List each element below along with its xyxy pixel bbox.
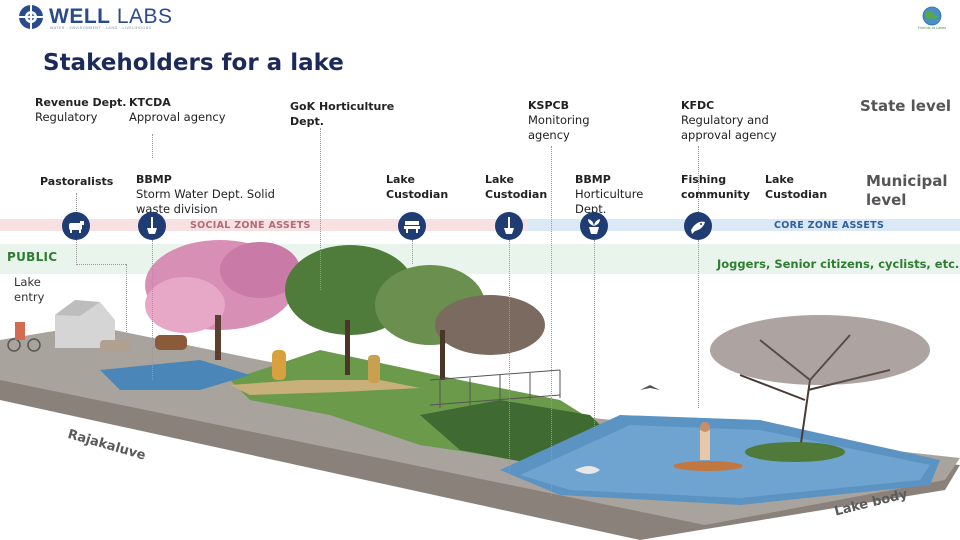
core-zone-band — [528, 219, 960, 231]
connector-line — [412, 240, 413, 264]
stakeholder-lake-custodian-2: Lake Custodian — [485, 173, 548, 201]
well-labs-mark-icon — [18, 4, 44, 30]
bench-icon — [398, 212, 426, 240]
stakeholder-lake-custodian-3: Lake Custodian — [765, 173, 828, 201]
well-labs-logo: WELL LABS — [18, 4, 173, 30]
stakeholder-revenue-dept: Revenue Dept. Regulatory — [35, 96, 127, 124]
cow-icon — [62, 212, 90, 240]
plant-icon — [580, 212, 608, 240]
connector-line — [698, 240, 699, 408]
stakeholder-ktcda: KTCDA Approval agency — [129, 96, 226, 124]
friends-of-lakes-globe-icon — [922, 6, 942, 26]
cleaning-icon — [138, 212, 166, 240]
social-zone-label: SOCIAL ZONE ASSETS — [190, 220, 311, 231]
connector-line — [152, 240, 153, 380]
connector-line — [76, 264, 126, 265]
stakeholder-bbmp-storm-water: BBMP Storm Water Dept. Solid waste divis… — [136, 173, 275, 216]
public-label: PUBLIC — [7, 250, 58, 264]
connector-line — [509, 240, 510, 480]
stakeholder-kfdc: KFDC Regulatory and approval agency — [681, 99, 777, 142]
municipal-level-label: Municipal level — [866, 172, 948, 209]
connector-line — [152, 134, 153, 158]
cleaning-icon — [495, 212, 523, 240]
connector-line — [594, 240, 595, 430]
connector-line — [698, 146, 699, 214]
logo-tagline: WATER · ENVIRONMENT · LAND · LIVELIHOODS — [50, 26, 152, 30]
fish-icon — [684, 212, 712, 240]
logo-light: LABS — [110, 5, 173, 28]
stakeholder-fishing-community: Fishing community — [681, 173, 750, 201]
lake-entry-label: Lake entry — [14, 275, 45, 304]
logo-bold: WELL — [49, 5, 111, 28]
connector-line — [320, 128, 321, 290]
public-users-label: Joggers, Senior citizens, cyclists, etc. — [717, 257, 960, 271]
lake-landscape-illustration — [0, 240, 960, 540]
state-level-label: State level — [860, 97, 952, 115]
partner-caption: Friends of Lakes — [917, 26, 947, 30]
stakeholder-gok-horticulture: GoK Horticulture Dept. — [290, 100, 395, 128]
core-zone-label: CORE ZONE ASSETS — [774, 220, 885, 231]
connector-line — [126, 264, 127, 332]
page-title: Stakeholders for a lake — [43, 50, 344, 76]
connector-line — [551, 146, 552, 496]
stakeholder-kspcb: KSPCB Monitoring agency — [528, 99, 590, 142]
stakeholder-bbmp-horticulture: BBMP Horticulture Dept. — [575, 173, 644, 216]
stakeholder-lake-custodian-1: Lake Custodian — [386, 173, 449, 201]
stakeholder-pastoralists: Pastoralists — [40, 175, 114, 188]
